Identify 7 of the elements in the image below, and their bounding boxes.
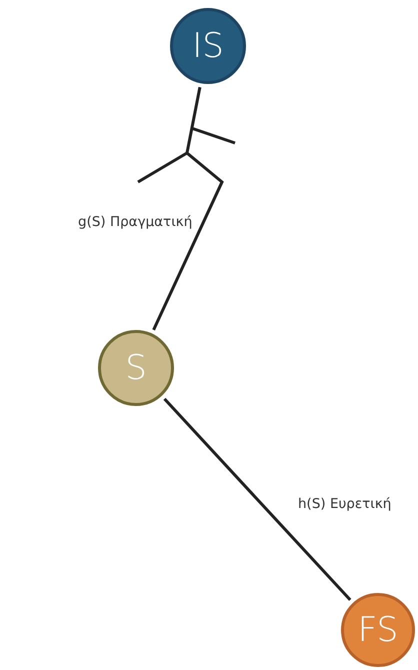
node-label: FS (358, 613, 398, 647)
edge-label: h(S) Ευρετική (298, 496, 392, 512)
node-label: IS (192, 29, 224, 63)
connector-line (163, 398, 352, 601)
edge-label: g(S) Πραγματική (78, 214, 192, 230)
connector-line (152, 86, 224, 331)
node-label: S (125, 351, 147, 385)
